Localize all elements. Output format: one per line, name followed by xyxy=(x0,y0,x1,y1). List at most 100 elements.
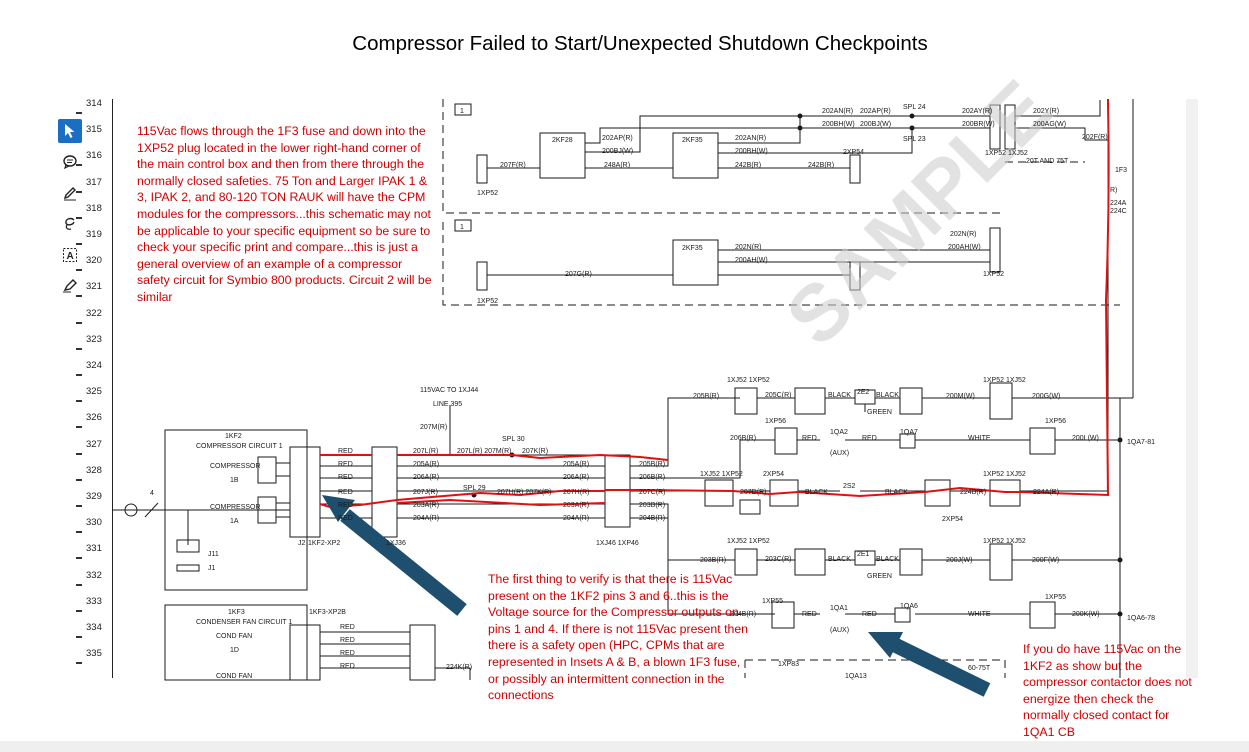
vertical-scrollbar[interactable] xyxy=(1186,99,1198,678)
schematic-label: 206B(R) xyxy=(639,474,665,481)
schematic-label: 207H(R) xyxy=(563,489,589,496)
svg-text:A: A xyxy=(67,251,74,262)
schematic-label: 202AN(R) xyxy=(735,135,766,142)
pointer-icon[interactable] xyxy=(58,119,82,143)
ruler-line-number: 326 xyxy=(86,412,102,424)
ruler-line-number: 323 xyxy=(86,333,102,345)
annotation-note-1qa1: If you do have 115Vac on the 1KF2 as sho… xyxy=(1023,642,1192,739)
schematic-label: R) xyxy=(1110,187,1117,194)
schematic-label: COMPRESSOR CIRCUIT 1 xyxy=(196,443,283,450)
schematic-label: 1A xyxy=(230,518,239,525)
schematic-label: 207K(R) xyxy=(522,448,548,455)
schematic-label: SPL 30 xyxy=(502,436,525,443)
schematic-label: 224A(R) xyxy=(1033,489,1059,496)
ruler-line-number: 322 xyxy=(86,307,102,319)
schematic-label: COND FAN xyxy=(216,673,252,680)
schematic-label: LINE 395 xyxy=(433,401,462,408)
schematic-label: 200BR(W) xyxy=(962,121,995,128)
text-select-icon[interactable]: A xyxy=(58,243,82,267)
schematic-label: 207C(R) xyxy=(639,489,665,496)
schematic-label: 2KF35 xyxy=(682,245,703,252)
schematic-label: 1F3 xyxy=(1115,167,1127,174)
schematic-label: 202AY(R) xyxy=(962,108,992,115)
schematic-label: 200BJ(W) xyxy=(602,148,633,155)
ruler-tick xyxy=(76,216,82,219)
schematic-label: 224K(R) xyxy=(446,664,472,671)
schematic-label: 1XP52 1XJ52 xyxy=(983,471,1026,478)
schematic-label: 203A(R) xyxy=(413,502,439,509)
ruler-tick xyxy=(76,505,82,507)
schematic-label: 1XJ46 1XP46 xyxy=(596,540,639,547)
page-title: Compressor Failed to Start/Unexpected Sh… xyxy=(352,32,928,55)
schematic-label: (AUX) xyxy=(830,450,849,457)
schematic-label: 204B(R) xyxy=(639,515,665,522)
schematic-label: 207L(R) 207M(R) xyxy=(457,448,511,455)
schematic-label: 200AG(W) xyxy=(1033,121,1066,128)
schematic-label: 1D xyxy=(230,647,239,654)
schematic-label: 1B xyxy=(230,477,239,484)
highlighter-icon[interactable] xyxy=(58,274,82,298)
schematic-label: 1XP55 xyxy=(762,598,783,605)
ruler-tick xyxy=(76,478,82,481)
schematic-label: 200AH(W) xyxy=(735,257,768,264)
schematic-label: 202Y(R) xyxy=(1033,108,1059,115)
schematic-label: 207F(R) xyxy=(500,162,526,169)
schematic-label: 203B(R) xyxy=(639,502,665,509)
pen-icon[interactable] xyxy=(58,181,82,205)
schematic-label: SPL 23 xyxy=(903,136,926,143)
schematic-label: 203C(R) xyxy=(765,556,791,563)
ruler-line-number: 314 xyxy=(86,98,102,109)
inset-number: 1 xyxy=(460,224,464,231)
inset-a-border xyxy=(442,99,1005,214)
schematic-label: 200AH(W) xyxy=(948,244,981,251)
inset-number: 1 xyxy=(460,108,464,115)
ruler-line-number: 331 xyxy=(86,543,102,555)
ruler-tick xyxy=(76,347,82,350)
lasso-icon[interactable] xyxy=(58,212,82,236)
schematic-label: 206A(R) xyxy=(413,474,439,481)
box-1kf3 xyxy=(164,604,308,681)
schematic-label: 60-75T xyxy=(968,665,991,672)
schematic-label: RED xyxy=(338,448,353,455)
schematic-label: 207D(R) xyxy=(740,489,766,496)
schematic-label: 207H(R) 207K(R) xyxy=(497,489,551,496)
scroll-thumb[interactable] xyxy=(1186,99,1198,678)
ruler-tick xyxy=(76,609,82,612)
ruler-tick xyxy=(76,636,82,638)
schematic-label: CONDENSER FAN CIRCUIT 1 xyxy=(196,619,292,626)
ruler-tick xyxy=(76,321,82,324)
schematic-label: BLACK xyxy=(828,392,851,399)
schematic-label: BLACK xyxy=(876,392,899,399)
schematic-label: 1KF2 xyxy=(225,433,242,440)
comment-icon[interactable] xyxy=(58,150,82,174)
ruler-tick xyxy=(76,374,82,376)
ruler-line-number: 334 xyxy=(86,622,102,633)
schematic-label: 206B(R) xyxy=(730,435,756,442)
ruler-line-number: 335 xyxy=(86,648,102,660)
ruler-line-number: 319 xyxy=(86,229,102,240)
ruler-line-number: 330 xyxy=(86,517,102,529)
schematic-label: 205B(R) xyxy=(693,393,719,400)
schematic-label: SPL 24 xyxy=(903,104,926,111)
schematic-label: 1XJ52 1XP52 xyxy=(700,471,743,478)
schematic-label: 1XP52 1XJ52 xyxy=(983,538,1026,545)
schematic-label: RED xyxy=(340,624,355,631)
schematic-label: 1KF2-XP2 xyxy=(308,540,340,547)
schematic-label: 1QA2 xyxy=(830,429,848,436)
schematic-label: 200L(W) xyxy=(1072,435,1099,442)
schematic-label: 1XP55 xyxy=(1045,594,1066,601)
ruler-tick xyxy=(76,190,82,193)
schematic-label: RED xyxy=(862,611,877,618)
schematic-label: 207G(R) xyxy=(565,271,592,278)
schematic-label: J1 xyxy=(208,565,216,572)
schematic-label: COMPRESSOR xyxy=(210,504,261,511)
ruler-tick xyxy=(76,400,82,403)
ruler-tick xyxy=(76,531,82,534)
schematic-label: 2XP54 xyxy=(763,471,784,478)
schematic-label: WHITE xyxy=(968,611,991,618)
schematic-label: BLACK xyxy=(828,556,851,563)
inset-b-border xyxy=(442,222,1120,306)
callout-arrow-right xyxy=(868,632,991,697)
schematic-label: J11 xyxy=(208,551,219,558)
schematic-label: 205A(R) xyxy=(563,461,589,468)
